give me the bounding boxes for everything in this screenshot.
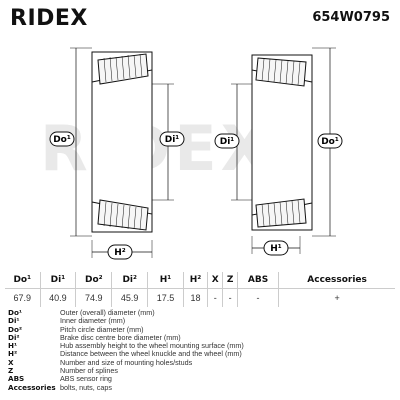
header-do2: Do² — [75, 272, 113, 289]
left-bearing — [70, 47, 174, 258]
value-di2: 45.9 — [111, 288, 149, 307]
bearing-drawing: Do¹ Di¹ H² — [49, 47, 343, 260]
header-z: Z — [222, 272, 238, 289]
right-do-label: Do¹ — [321, 137, 339, 147]
value-do2: 74.9 — [75, 288, 113, 307]
left-di-label: Di¹ — [165, 135, 180, 145]
header-x: X — [207, 272, 224, 289]
header-abs: ABS — [237, 272, 280, 289]
right-di-label: Di¹ — [220, 137, 235, 147]
left-di-callout: Di¹ — [159, 131, 185, 147]
spec-table: Do¹ Di¹ Do² Di² H¹ H² X Z ABS Accessorie… — [5, 272, 395, 307]
left-do-callout: Do¹ — [49, 131, 75, 147]
right-h-label: H¹ — [270, 244, 282, 254]
right-h-callout: H¹ — [263, 240, 289, 256]
part-number: 654W0795 — [312, 10, 390, 25]
header-accessories: Accessories — [307, 275, 367, 285]
value-do1: 67.9 — [5, 288, 41, 307]
value-h1: 17.5 — [147, 288, 184, 307]
value-h2: 18 — [183, 288, 209, 307]
right-di-callout: Di¹ — [214, 133, 240, 149]
header-h2: H² — [183, 272, 209, 289]
value-accessories: + — [278, 288, 395, 307]
header-h1: H¹ — [147, 272, 184, 289]
spec-table-values: 67.9 40.9 74.9 45.9 17.5 18 - - - + — [5, 288, 395, 307]
value-z: - — [222, 288, 238, 307]
header-di2: Di² — [111, 272, 149, 289]
left-h-callout: H² — [107, 244, 133, 260]
header-do1: Do¹ — [5, 272, 41, 289]
brand-logo: RIDEX — [10, 6, 88, 31]
left-do-label: Do¹ — [53, 135, 71, 145]
left-h-label: H² — [114, 248, 126, 258]
right-bearing — [231, 47, 336, 254]
header-di1: Di¹ — [40, 272, 77, 289]
spec-table-header: Do¹ Di¹ Do² Di² H¹ H² X Z ABS Accessorie… — [5, 272, 395, 289]
value-x: - — [207, 288, 224, 307]
value-abs: - — [237, 288, 280, 307]
right-do-callout: Do¹ — [317, 133, 343, 149]
value-di1: 40.9 — [40, 288, 77, 307]
